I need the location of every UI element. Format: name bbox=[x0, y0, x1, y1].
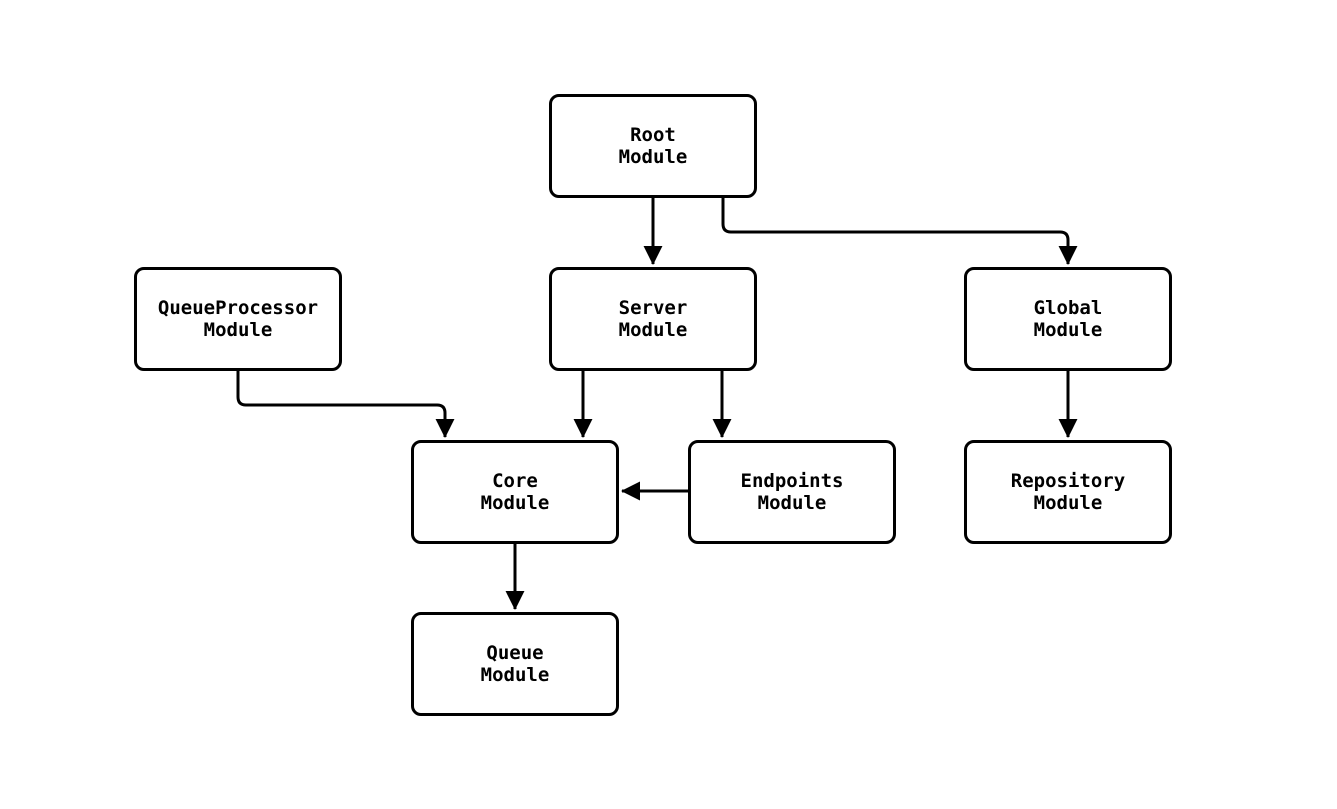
node-root-name: Root bbox=[630, 124, 676, 146]
node-global-module: Global Module bbox=[964, 267, 1172, 371]
node-endpoints-name: Endpoints bbox=[740, 470, 844, 492]
node-core-type: Module bbox=[480, 492, 550, 514]
node-repository-type: Module bbox=[1033, 492, 1103, 514]
node-core-module: Core Module bbox=[411, 440, 619, 544]
edge-queueprocessor-to-core bbox=[236, 371, 455, 438]
node-endpoints-module: Endpoints Module bbox=[688, 440, 896, 544]
node-global-type: Module bbox=[1033, 319, 1103, 341]
node-repository-label: Repository Module bbox=[1011, 470, 1125, 514]
edge-root-to-global bbox=[721, 198, 1078, 265]
node-server-label: Server Module bbox=[619, 297, 688, 341]
node-repository-name: Repository bbox=[1010, 470, 1126, 492]
node-queueprocessor-type: Module bbox=[203, 319, 273, 341]
node-queue-name: Queue bbox=[486, 642, 544, 664]
node-queueprocessor-label: QueueProcessor Module bbox=[158, 297, 318, 341]
node-endpoints-type: Module bbox=[757, 492, 827, 514]
node-endpoints-label: Endpoints Module bbox=[741, 470, 844, 514]
node-queueprocessor-module: QueueProcessor Module bbox=[134, 267, 342, 371]
node-queue-type: Module bbox=[480, 664, 550, 686]
node-root-label: Root Module bbox=[619, 124, 688, 168]
node-server-type: Module bbox=[618, 319, 688, 341]
node-global-label: Global Module bbox=[1034, 297, 1103, 341]
node-queueprocessor-name: QueueProcessor bbox=[157, 297, 319, 319]
node-core-name: Core bbox=[492, 470, 538, 492]
node-repository-module: Repository Module bbox=[964, 440, 1172, 544]
node-core-label: Core Module bbox=[481, 470, 550, 514]
node-server-name: Server bbox=[618, 297, 688, 319]
node-root-module: Root Module bbox=[549, 94, 757, 198]
node-queue-label: Queue Module bbox=[481, 642, 550, 686]
node-queue-module: Queue Module bbox=[411, 612, 619, 716]
node-root-type: Module bbox=[618, 146, 688, 168]
node-global-name: Global bbox=[1033, 297, 1103, 319]
node-server-module: Server Module bbox=[549, 267, 757, 371]
